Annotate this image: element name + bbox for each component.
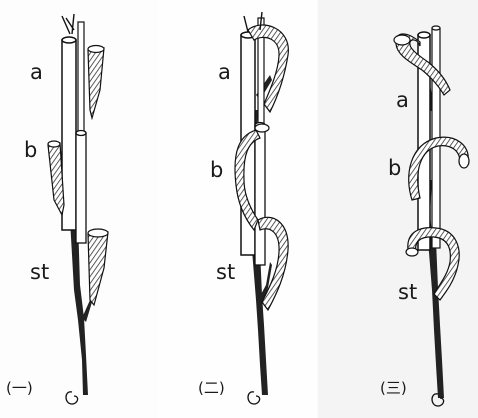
panel-3-stem — [428, 240, 444, 398]
panel-3-drawing — [394, 26, 469, 406]
panel-3-label-st: st — [398, 282, 417, 303]
panel-1-label-b: b — [24, 140, 37, 161]
panel-1-label-st: st — [30, 262, 49, 283]
panel-1-spike-top — [88, 48, 104, 118]
panel-1-label-a: a — [30, 62, 43, 83]
panel-2-stem — [252, 250, 268, 395]
panel-2-label-st: st — [216, 262, 235, 283]
panel-2-label-b: b — [210, 160, 223, 181]
panel-1-caption: (一) — [6, 381, 33, 396]
panel-1-stem — [70, 220, 88, 395]
panel-3-label-a: a — [396, 90, 409, 111]
panel-2-caption: (二) — [198, 381, 225, 396]
panel-1-drawing — [48, 14, 108, 404]
panel-2-tube-b — [255, 125, 265, 265]
panel-1-tube-b — [76, 133, 86, 243]
panel-1-spike-st — [88, 232, 108, 305]
panel-3-label-b: b — [388, 158, 401, 179]
panel-2-drawing — [235, 12, 288, 404]
panel-2-label-a: a — [218, 62, 231, 83]
panel-3-caption: (三) — [380, 381, 407, 396]
